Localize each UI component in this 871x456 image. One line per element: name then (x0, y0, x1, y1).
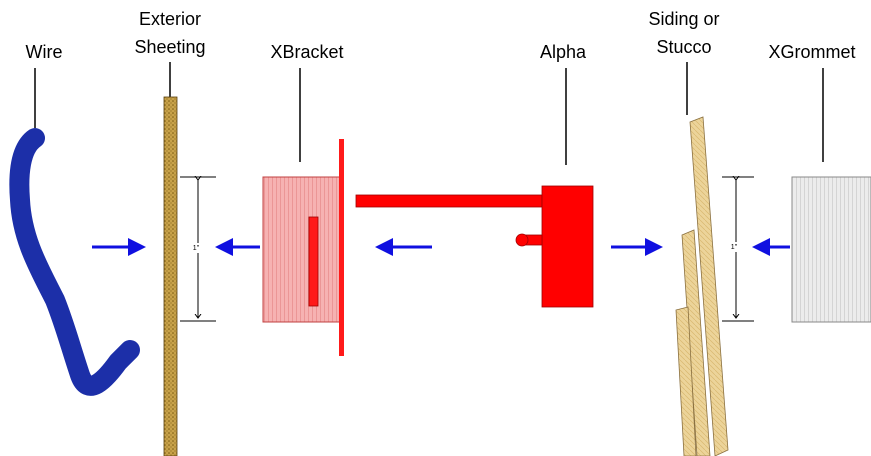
sheeting-label-line2: Sheeting (134, 37, 205, 57)
xbracket-slot (308, 216, 319, 307)
siding-label-line1: Siding or (648, 9, 719, 29)
xgrommet-label: XGrommet (768, 42, 855, 62)
siding-board-1 (689, 116, 729, 456)
siding-label-line2: Stucco (656, 37, 711, 57)
wire-shape (9, 128, 140, 396)
alpha-label: Alpha (540, 42, 587, 62)
xgrommet-body (791, 176, 871, 323)
alpha-pin-head (515, 233, 529, 247)
alpha-arm (355, 194, 543, 208)
wire-label: Wire (26, 42, 63, 62)
sheeting-label-line1: Exterior (139, 9, 201, 29)
xbracket-flange (339, 139, 344, 356)
dimension-left-text: 1" (193, 245, 200, 252)
dimension-right-text: 1" (731, 244, 738, 251)
dimension-left: 1" (180, 177, 216, 322)
xbracket-body (262, 176, 341, 323)
alpha-body (541, 185, 594, 308)
exterior-sheeting-board (163, 96, 178, 456)
siding-board-3 (675, 306, 697, 456)
dimension-right: 1" (722, 177, 754, 322)
xbracket-label: XBracket (270, 42, 343, 62)
